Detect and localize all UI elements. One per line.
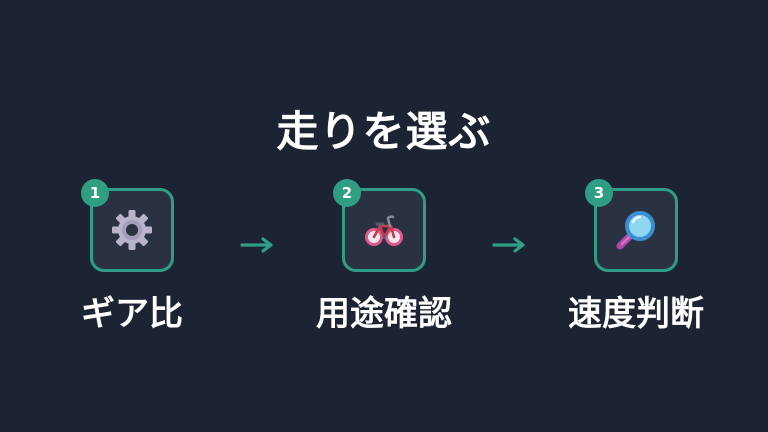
step-number-badge: 3 xyxy=(585,179,613,207)
bicycle-icon xyxy=(365,215,403,246)
step-gear-ratio: 1 ギア比 xyxy=(42,179,222,336)
step-label: 用途確認 xyxy=(316,294,452,334)
arrow-right-icon xyxy=(492,237,525,253)
magnifier-icon xyxy=(616,211,655,250)
step-icon-box: 3 xyxy=(585,179,678,272)
arrow-right-icon xyxy=(240,237,273,253)
step-icon-box: 1 xyxy=(81,179,174,272)
step-label: ギア比 xyxy=(81,294,183,334)
step-usage-check: 2 用途確認 xyxy=(294,179,474,336)
step-number-badge: 2 xyxy=(333,179,361,207)
page-title: 走りを選ぶ xyxy=(276,107,492,156)
step-label: 速度判断 xyxy=(568,294,704,334)
step-icon-box: 2 xyxy=(333,179,426,272)
step-number-badge: 1 xyxy=(81,179,109,207)
gear-icon xyxy=(112,210,152,250)
step-speed-judgment: 3 速度判断 xyxy=(546,179,726,336)
